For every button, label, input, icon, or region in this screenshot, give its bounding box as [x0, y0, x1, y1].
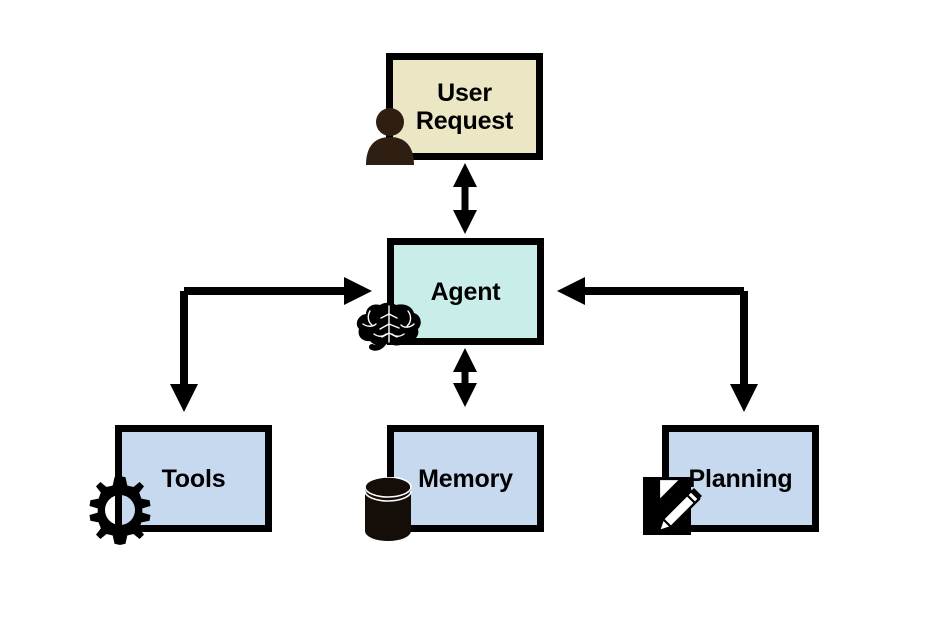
node-memory-label: Memory: [418, 464, 513, 493]
node-agent-label: Agent: [430, 277, 501, 306]
edge-agent-memory: [453, 348, 477, 407]
edge-planning-agent: [557, 277, 758, 412]
node-planning[interactable]: Planning: [662, 425, 819, 532]
node-agent[interactable]: Agent: [387, 238, 544, 345]
node-memory[interactable]: Memory: [387, 425, 544, 532]
node-planning-label: Planning: [688, 464, 793, 493]
edge-user-agent: [453, 163, 477, 234]
node-user-request[interactable]: User Request: [386, 53, 543, 160]
edge-tools-agent: [170, 277, 372, 412]
node-tools-label: Tools: [161, 464, 226, 493]
node-user-request-label: User Request: [415, 78, 514, 135]
node-tools[interactable]: Tools: [115, 425, 272, 532]
